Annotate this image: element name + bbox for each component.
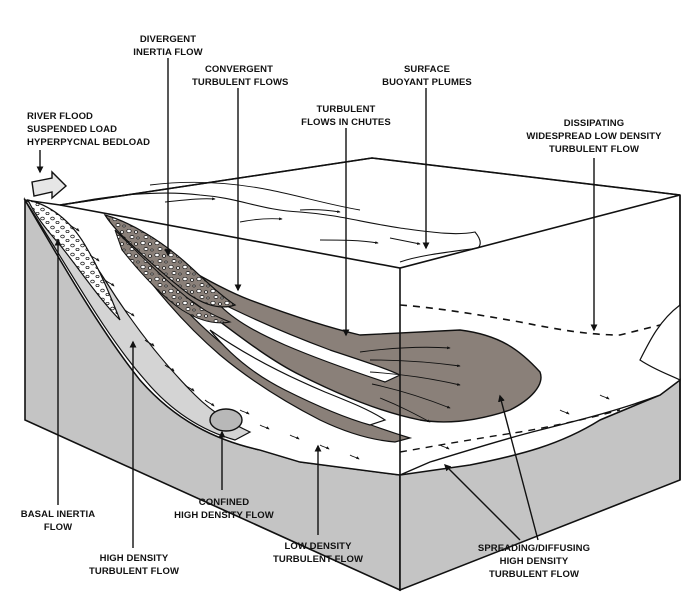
divergent-inertia-flow bbox=[103, 213, 237, 308]
label-spreading-line-3: TURBULENT FLOW bbox=[488, 569, 580, 580]
label-river-flood-line-2: SUSPENDED LOAD bbox=[27, 124, 118, 135]
label-surface: SURFACE BUOYANT PLUMES bbox=[380, 63, 474, 89]
label-basal: BASAL INERTIA FLOW bbox=[16, 508, 100, 534]
label-high-density-line-1: HIGH DENSITY bbox=[99, 553, 169, 564]
label-spreading-line-1: SPREADING/DIFFUSING bbox=[477, 543, 591, 554]
label-river-flood-line-1: RIVER FLOOD bbox=[27, 111, 94, 122]
label-dissipating: DISSIPATING WIDESPREAD LOW DENSITY TURBU… bbox=[524, 117, 664, 156]
river-inflow-arrow bbox=[31, 170, 68, 200]
label-chutes-line-2: FLOWS IN CHUTES bbox=[301, 117, 391, 128]
label-river-flood: RIVER FLOOD SUSPENDED LOAD HYPERPYCNAL B… bbox=[27, 110, 150, 149]
dissipating-flow-boundary-2 bbox=[399, 409, 621, 453]
dissipating-flow-boundary bbox=[399, 304, 681, 336]
label-low-density-line-1: LOW DENSITY bbox=[284, 541, 352, 552]
surface-plume-inner bbox=[149, 181, 361, 211]
label-dissipating-line-3: TURBULENT FLOW bbox=[548, 144, 640, 155]
label-basal-line-2: FLOW bbox=[43, 522, 73, 533]
label-convergent-line-1: CONVERGENT bbox=[204, 64, 274, 75]
label-confined-line-1: CONFINED bbox=[198, 497, 250, 508]
label-dissipating-line-2: WIDESPREAD LOW DENSITY bbox=[526, 131, 662, 142]
spreading-flow-arrows bbox=[359, 346, 461, 423]
label-divergent-line-2: INERTIA FLOW bbox=[133, 47, 203, 58]
leader-lines bbox=[36, 58, 598, 548]
label-river-flood-line-3: HYPERPYCNAL BEDLOAD bbox=[27, 137, 151, 148]
label-confined: CONFINED HIGH DENSITY FLOW bbox=[170, 496, 278, 522]
label-high-density-line-2: TURBULENT FLOW bbox=[88, 566, 180, 577]
label-dissipating-line-1: DISSIPATING bbox=[563, 118, 625, 129]
label-basal-line-1: BASAL INERTIA bbox=[20, 509, 96, 520]
label-confined-line-2: HIGH DENSITY FLOW bbox=[174, 510, 274, 521]
confined-lobe bbox=[209, 408, 243, 432]
surface-flow-arrows bbox=[164, 197, 421, 245]
chute-flow-upper bbox=[118, 233, 542, 423]
label-low-density-line-2: TURBULENT FLOW bbox=[272, 554, 364, 565]
chute-ridge-2 bbox=[209, 329, 387, 426]
label-chutes: TURBULENT FLOWS IN CHUTES bbox=[298, 103, 394, 129]
label-high-density: HIGH DENSITY TURBULENT FLOW bbox=[88, 552, 180, 578]
label-spreading-line-2: HIGH DENSITY bbox=[499, 556, 569, 567]
label-surface-line-1: SURFACE bbox=[403, 64, 451, 75]
divergent-inertia-flow-2 bbox=[114, 229, 232, 324]
label-low-density: LOW DENSITY TURBULENT FLOW bbox=[270, 540, 366, 566]
label-surface-line-2: BUOYANT PLUMES bbox=[382, 77, 472, 88]
label-chutes-line-1: TURBULENT bbox=[316, 104, 376, 115]
right-slump bbox=[639, 303, 681, 381]
surface-plume-outline bbox=[61, 192, 481, 263]
label-divergent-line-1: DIVERGENT bbox=[139, 34, 197, 45]
label-convergent: CONVERGENT TURBULENT FLOWS bbox=[192, 63, 289, 89]
chute-ridge-1 bbox=[214, 299, 402, 383]
label-convergent-line-2: TURBULENT FLOWS bbox=[192, 77, 289, 88]
label-spreading: SPREADING/DIFFUSING HIGH DENSITY TURBULE… bbox=[474, 542, 594, 581]
label-divergent: DIVERGENT INERTIA FLOW bbox=[126, 33, 210, 59]
